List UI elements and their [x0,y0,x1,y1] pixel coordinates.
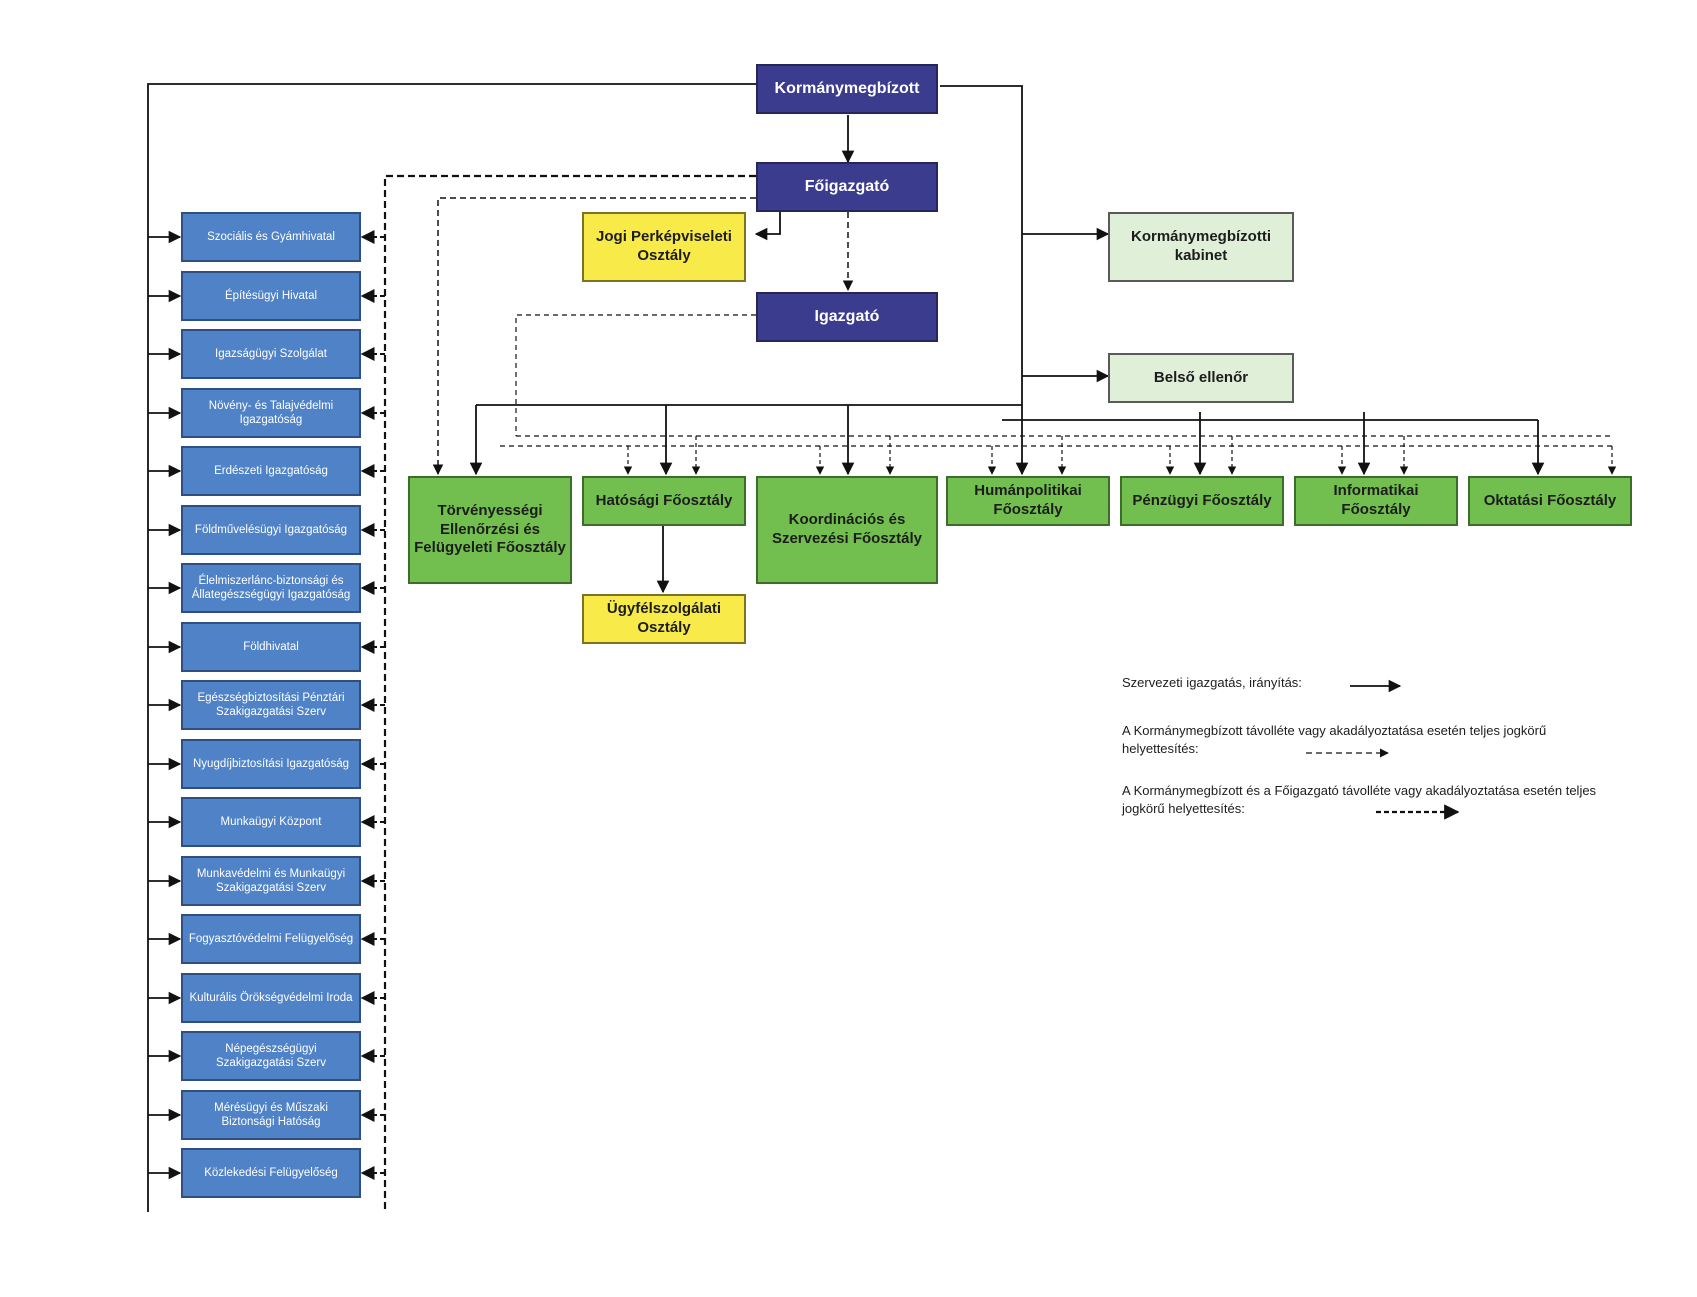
kormanymegbizott-box: Kormánymegbízott [756,64,938,114]
department-box: Koordinációs és Szervezési Főosztály [756,476,938,584]
department-box: Informatikai Főosztály [1294,476,1458,526]
department-box: Humánpolitikai Főosztály [946,476,1110,526]
office-box: Népegészségügyi Szakigazgatási Szerv [181,1031,361,1081]
office-box: Fogyasztóvédelmi Felügyelőség [181,914,361,964]
legend-dashed: A Kormánymegbízott távolléte vagy akadál… [1122,723,1547,757]
foigazgato-box: Főigazgató [756,162,938,212]
office-box: Munkaügyi Központ [181,797,361,847]
ugyfelszolgalati-box: Ügyfélszolgálati Osztály [582,594,746,644]
legend-bold-dashed: A Kormánymegbízott és a Főigazgató távol… [1122,783,1597,817]
office-box: Egészségbiztosítási Pénztári Szakigazgat… [181,680,361,730]
department-box: Hatósági Főosztály [582,476,746,526]
office-box: Közlekedési Felügyelőség [181,1148,361,1198]
office-box: Munkavédelmi és Munkaügyi Szakigazgatási… [181,856,361,906]
kabinet-box: Kormánymegbízotti kabinet [1108,212,1294,282]
igazgato-box: Igazgató [756,292,938,342]
office-box: Földművelésügyi Igazgatóság [181,505,361,555]
legend-solid: Szervezeti igazgatás, irányítás: [1122,675,1302,690]
jogi-perkepviseleti-box: Jogi Perképviseleti Osztály [582,212,746,282]
department-box: Pénzügyi Főosztály [1120,476,1284,526]
office-box: Nyugdíjbiztosítási Igazgatóság [181,739,361,789]
office-box: Mérésügyi és Műszaki Biztonsági Hatóság [181,1090,361,1140]
office-box: Erdészeti Igazgatóság [181,446,361,496]
department-box: Törvényességi Ellenőrzési és Felügyeleti… [408,476,572,584]
office-box: Szociális és Gyámhivatal [181,212,361,262]
office-box: Építésügyi Hivatal [181,271,361,321]
office-box: Igazságügyi Szolgálat [181,329,361,379]
belso-ellenor-box: Belső ellenőr [1108,353,1294,403]
office-box: Kulturális Örökségvédelmi Iroda [181,973,361,1023]
office-box: Földhivatal [181,622,361,672]
office-box: Növény- és Talajvédelmi Igazgatóság [181,388,361,438]
department-box: Oktatási Főosztály [1468,476,1632,526]
office-box: Élelmiszerlánc-biztonsági és Állategészs… [181,563,361,613]
